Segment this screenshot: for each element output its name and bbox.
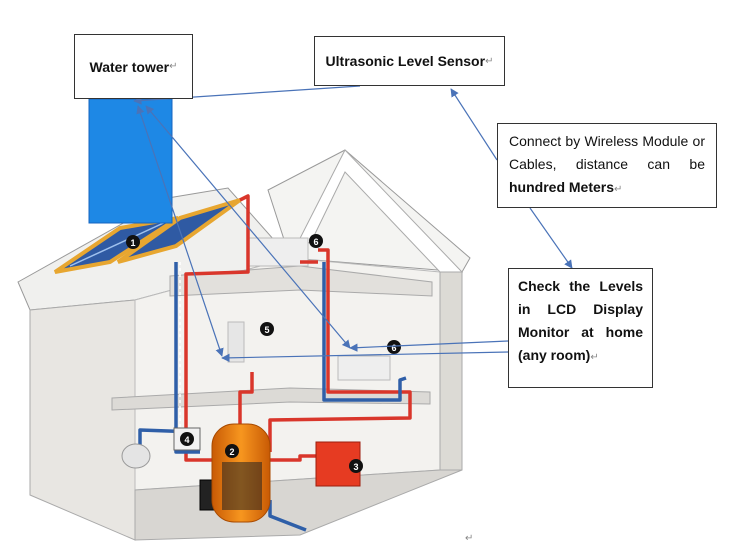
arrow-check-to-monitor-b (349, 340, 509, 352)
wireless-note-text: Connect by Wireless Module or Cables, di… (509, 133, 705, 172)
paragraph-mark: ↵ (465, 533, 474, 544)
radiator-lower (337, 355, 391, 381)
callout-label-4: 4 (184, 435, 189, 445)
callout-marker-6b (387, 340, 401, 354)
arrow-check-to-monitor-a (221, 351, 509, 363)
sensor-label: Ultrasonic Level Sensor (325, 53, 486, 69)
right-wall (439, 271, 463, 471)
check-levels-box: Check the Levels in LCD Display Monitor … (508, 268, 653, 388)
hot-pipe-shower (238, 372, 254, 430)
callout-label-6a: 6 (313, 237, 318, 247)
paragraph-mark: ↵ (590, 352, 599, 363)
paragraph-mark: ↵ (169, 61, 178, 72)
callout-label-5: 5 (264, 325, 269, 335)
expansion-vessel (121, 443, 151, 469)
boiler-coil (222, 462, 262, 510)
connector-arrows (133, 85, 573, 363)
arrow-wireless-to-check (529, 207, 573, 269)
water-tower-label-box: Water tower↵ (74, 34, 193, 99)
callout-label-3: 3 (353, 462, 358, 472)
arrow-tower-to-monitor-b (145, 105, 351, 349)
check-levels-text: Check the Levels in LCD Display Monitor … (518, 278, 643, 363)
left-wall (29, 299, 136, 541)
arrow-wireless-to-sensor (450, 88, 498, 161)
cold-pipe-inlet (268, 500, 307, 532)
callout-marker-2 (225, 444, 239, 458)
water-tower-label: Water tower (89, 58, 170, 75)
sensor-label-box: Ultrasonic Level Sensor↵ (314, 36, 505, 86)
paragraph-mark: ↵ (485, 55, 494, 67)
wireless-note-emphasis: hundred Meters (509, 179, 615, 195)
hot-pipe-boiler (270, 454, 320, 462)
callout-marker-4 (180, 432, 194, 446)
callout-label-2: 2 (229, 447, 234, 457)
callout-label-1: 1 (130, 238, 135, 248)
paragraph-mark: ↵ (614, 184, 623, 195)
cold-pipe-right (322, 262, 407, 402)
shower-unit (227, 321, 245, 363)
water-tower-tank (88, 98, 173, 224)
callout-marker-3 (349, 459, 363, 473)
callout-label-6b: 6 (391, 343, 396, 353)
wireless-note-box: Connect by Wireless Module or Cables, di… (497, 123, 717, 208)
